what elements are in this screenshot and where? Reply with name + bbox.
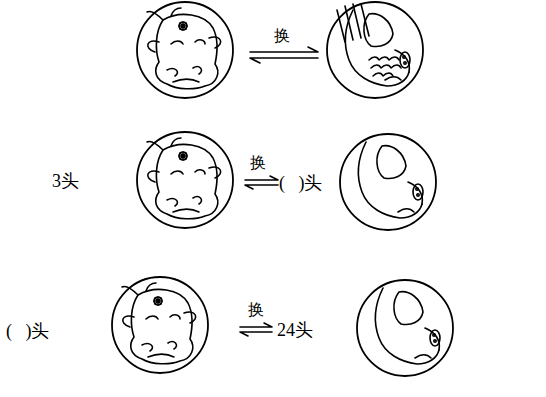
exchange-label: 换 xyxy=(274,28,290,44)
count-label: ( )头 xyxy=(6,322,50,340)
exchange-label: 换 xyxy=(248,302,264,318)
exchange-label: 换 xyxy=(250,155,266,171)
count-label: ( )头 xyxy=(279,174,323,192)
count-label: 3头 xyxy=(52,172,79,190)
count-label: 24头 xyxy=(277,321,313,339)
